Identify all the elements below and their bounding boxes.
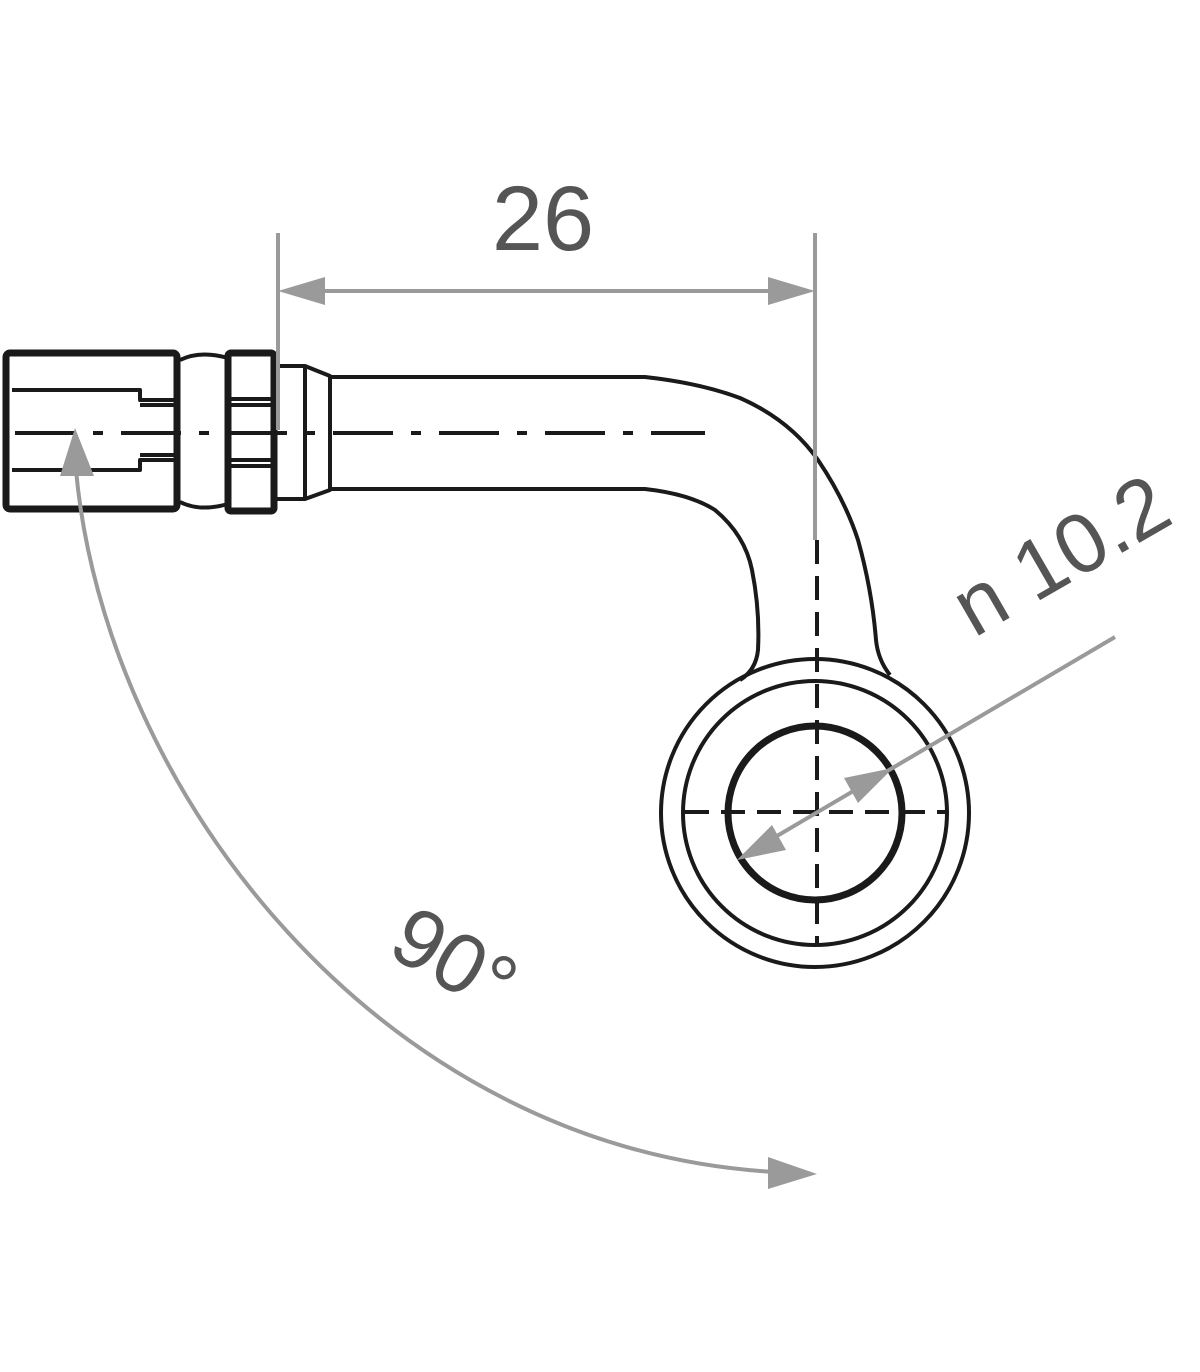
angle-dimension-label: 90° xyxy=(376,887,533,1032)
diameter-dimension-label: n 10.2 xyxy=(936,456,1185,654)
fitting-waist xyxy=(179,352,229,510)
length-dimension-label: 26 xyxy=(492,168,594,270)
tube-inner-edge xyxy=(330,487,761,682)
tube-outer-edge xyxy=(330,375,892,677)
socket-bore xyxy=(12,388,177,472)
length-dimension: 26 xyxy=(276,168,817,540)
nut-lines xyxy=(228,397,274,468)
angle-dimension: 90° xyxy=(60,428,817,1189)
